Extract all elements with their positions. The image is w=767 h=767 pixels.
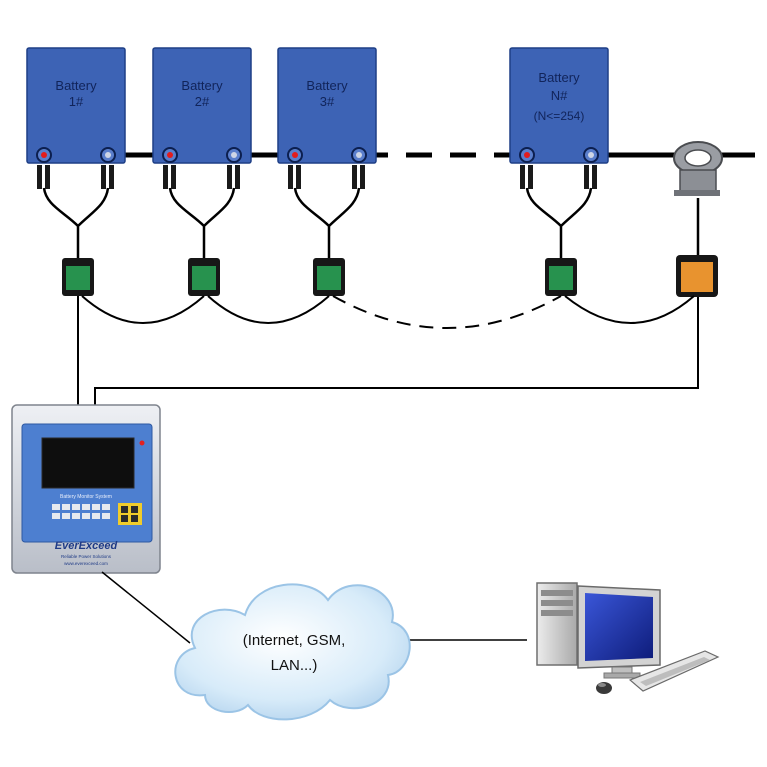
chain-2-3 — [207, 295, 330, 324]
battery-body — [152, 47, 252, 164]
battery-body — [277, 47, 377, 164]
computer-mouse — [596, 682, 612, 694]
controller-url: www.everexceed.com — [64, 561, 108, 566]
battery-1: Battery 1# — [26, 47, 126, 164]
sense-lead-3 — [293, 187, 361, 258]
battery-body — [26, 47, 126, 164]
sensor-module-1 — [62, 258, 94, 296]
cable-current-controller — [94, 297, 699, 412]
desktop-computer — [536, 582, 720, 694]
monitoring-controller: Battery Monitor System EverExceed Reliab… — [11, 404, 161, 574]
controller-display — [41, 437, 135, 489]
battery-body — [509, 47, 609, 164]
battery-label: Battery — [538, 70, 580, 85]
battery-number: N# — [551, 88, 568, 103]
sense-lead-n — [525, 187, 593, 258]
sensor-module-3 — [313, 258, 345, 296]
controller-screen-caption: Battery Monitor System — [60, 494, 112, 500]
computer-keyboard — [628, 650, 720, 692]
controller-brand-logo: EverExceed — [55, 540, 118, 552]
battery-limit: (N<=254) — [534, 109, 585, 123]
network-cloud: (Internet, GSM, LAN...) — [174, 583, 411, 721]
terminal-positive — [351, 147, 367, 163]
cloud-line-1: (Internet, GSM, — [243, 632, 346, 649]
current-sensor-module — [676, 255, 718, 297]
battery-number: 1# — [69, 94, 84, 109]
chain-3-n-dashed — [332, 295, 562, 329]
power-led — [139, 440, 145, 446]
sensor-module-2 — [188, 258, 220, 296]
battery-2: Battery 2# — [152, 47, 252, 164]
computer-monitor — [577, 585, 661, 679]
sense-lead-2 — [168, 187, 236, 258]
battery-n: Battery N# (N<=254) — [509, 47, 609, 164]
controller-tagline: Reliable Power Solutions — [61, 554, 112, 559]
terminal-positive — [226, 147, 242, 163]
sensor-module-n — [545, 258, 577, 296]
computer-tower — [536, 582, 578, 666]
chain-n-current — [564, 295, 695, 324]
sense-leads — [42, 187, 593, 258]
cloud-line-2: LAN...) — [271, 657, 318, 674]
battery-number: 2# — [195, 94, 210, 109]
battery-number: 3# — [320, 94, 335, 109]
terminal-negative — [162, 147, 178, 163]
sense-lead-1 — [42, 187, 110, 258]
chain-1-2 — [81, 295, 205, 324]
terminal-clamps — [37, 165, 597, 189]
terminal-negative — [36, 147, 52, 163]
current-clamp-sensor — [673, 141, 723, 196]
cable-controller-cloud — [101, 571, 191, 644]
controller-cables — [77, 296, 699, 412]
terminal-negative — [519, 147, 535, 163]
terminal-positive — [583, 147, 599, 163]
battery-label: Battery — [55, 78, 97, 93]
battery-3: Battery 3# — [277, 47, 377, 164]
controller-keypad — [52, 503, 142, 525]
terminal-negative — [287, 147, 303, 163]
terminal-positive — [100, 147, 116, 163]
battery-label: Battery — [181, 78, 223, 93]
daisy-chain-cables — [81, 295, 695, 329]
battery-label: Battery — [306, 78, 348, 93]
